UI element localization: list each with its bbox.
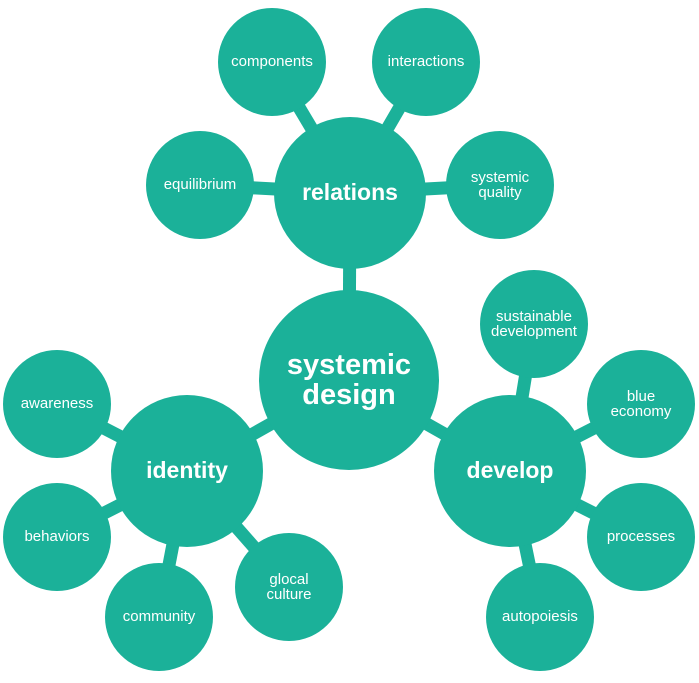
label-systemic-quality: systemic quality bbox=[470, 168, 530, 201]
label-processes: processes bbox=[606, 528, 676, 546]
node-develop: develop bbox=[434, 395, 586, 547]
label-components: components bbox=[231, 53, 313, 71]
label-awareness: awareness bbox=[20, 395, 94, 413]
node-awareness: awareness bbox=[3, 350, 111, 458]
label-behaviors: behaviors bbox=[24, 528, 90, 546]
node-systemic-quality: systemic quality bbox=[446, 131, 554, 239]
node-glocal-culture: glocal culture bbox=[235, 533, 343, 641]
label-autopoiesis: autopoiesis bbox=[502, 608, 578, 626]
label-blue-economy: blue economy bbox=[610, 387, 672, 420]
node-relations: relations bbox=[274, 117, 426, 269]
node-processes: processes bbox=[587, 483, 695, 591]
label-glocal-culture: glocal culture bbox=[266, 570, 312, 603]
node-sustainable-development: sustainable development bbox=[480, 270, 588, 378]
label-systemic-design: systemic design bbox=[286, 348, 412, 411]
label-community: community bbox=[122, 608, 196, 626]
node-identity: identity bbox=[111, 395, 263, 547]
node-autopoiesis: autopoiesis bbox=[486, 563, 594, 671]
node-community: community bbox=[105, 563, 213, 671]
label-develop: develop bbox=[466, 457, 554, 484]
label-sustainable-development: sustainable development bbox=[491, 307, 577, 340]
node-systemic-design: systemic design bbox=[259, 290, 439, 470]
label-relations: relations bbox=[302, 179, 398, 206]
node-components: components bbox=[218, 8, 326, 116]
node-equilibrium: equilibrium bbox=[146, 131, 254, 239]
node-interactions: interactions bbox=[372, 8, 480, 116]
label-interactions: interactions bbox=[387, 53, 465, 71]
node-blue-economy: blue economy bbox=[587, 350, 695, 458]
label-identity: identity bbox=[146, 457, 228, 484]
node-behaviors: behaviors bbox=[3, 483, 111, 591]
label-equilibrium: equilibrium bbox=[163, 176, 237, 194]
